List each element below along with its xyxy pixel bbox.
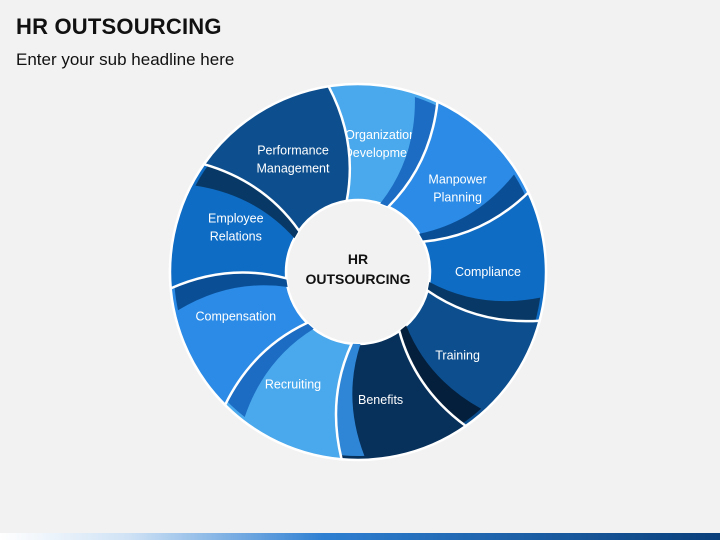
footer-accent-bar <box>0 533 720 540</box>
page-subtitle: Enter your sub headline here <box>16 50 235 69</box>
page-title: HR OUTSOURCING <box>16 14 222 39</box>
segment-label: Recruiting <box>265 378 321 392</box>
segment-label: Training <box>435 349 480 363</box>
center-disc <box>288 202 428 342</box>
segment-label: Compliance <box>455 265 521 279</box>
segment-label: Benefits <box>358 393 403 407</box>
segment-label: Compensation <box>195 310 276 324</box>
segment-shape <box>201 84 352 233</box>
